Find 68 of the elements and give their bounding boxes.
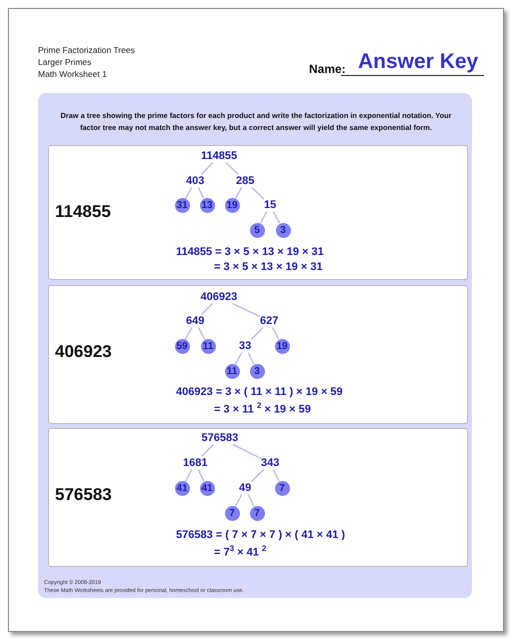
problem-panel bbox=[48, 145, 468, 280]
prime-factor-circle: 3 bbox=[276, 222, 290, 238]
tree-line bbox=[198, 327, 206, 340]
factor-number: 343 bbox=[261, 456, 280, 470]
prime-factor-circle: 59 bbox=[174, 338, 190, 354]
factor-number: 576583 bbox=[202, 432, 238, 444]
factor-number: 1681 bbox=[183, 456, 208, 470]
prime-factor-circle: 13 bbox=[200, 198, 214, 212]
tree-line bbox=[235, 187, 242, 199]
factor-number: 114855 bbox=[201, 150, 238, 162]
tree-line bbox=[232, 444, 262, 460]
factor-number: 649 bbox=[186, 314, 204, 328]
worksheet-subtitle: Larger Primes bbox=[38, 57, 92, 67]
tree-line bbox=[184, 469, 192, 482]
tree-line bbox=[185, 187, 192, 199]
factor-number: 33 bbox=[239, 340, 252, 352]
equation-line: 114855 = 3 × 5 × 13 × 19 × 31 bbox=[176, 246, 324, 258]
factor-number: 406923 bbox=[200, 290, 238, 304]
prime-factor-circle: 7 bbox=[250, 506, 264, 520]
prime-factor-circle: 31 bbox=[174, 198, 190, 212]
tree-line bbox=[272, 469, 280, 482]
prime-factor-circle: 41 bbox=[200, 480, 214, 496]
tree-line bbox=[234, 352, 242, 365]
factor-number: 15 bbox=[264, 198, 276, 212]
tree-line bbox=[198, 469, 204, 482]
problem-panel bbox=[48, 285, 468, 424]
equation-line: 576583 = ( 7 × 7 × 7 ) × ( 41 × 41 ) bbox=[176, 529, 346, 541]
tree-line bbox=[201, 303, 213, 315]
prime-factor-circle: 5 bbox=[250, 222, 264, 238]
problem-panel bbox=[48, 428, 468, 567]
answer-key-text: Answer Key bbox=[358, 50, 478, 74]
factor-number: 285 bbox=[236, 174, 254, 188]
prime-factor-circle: 7 bbox=[224, 506, 240, 520]
prime-factor-circle: 3 bbox=[250, 364, 264, 378]
tree-line bbox=[198, 187, 204, 199]
prime-factor-circle: 41 bbox=[174, 480, 190, 496]
prime-factor-circle: 19 bbox=[274, 338, 290, 354]
worksheet-title: Prime Factorization Trees bbox=[38, 45, 135, 55]
prime-factor-circle: 7 bbox=[274, 480, 290, 496]
factor-number: 403 bbox=[186, 174, 204, 188]
problem-number: 114855 bbox=[55, 202, 111, 222]
equation-line: = 3 × 5 × 13 × 19 × 31 bbox=[214, 261, 323, 273]
equation-line: 406923 = 3 × ( 11 × 11 ) × 19 × 59 bbox=[176, 386, 343, 398]
tree-line bbox=[250, 327, 264, 340]
prime-factor-circle: 11 bbox=[200, 338, 216, 354]
equation-line: = 7$^{3}$ × 41 $^{2}$ bbox=[214, 544, 266, 559]
tree-line bbox=[234, 494, 242, 507]
tree-line bbox=[250, 469, 264, 482]
tree-line bbox=[251, 187, 264, 200]
tree-line bbox=[272, 211, 280, 224]
factor-number: 49 bbox=[239, 482, 252, 494]
prime-factor-circle: 19 bbox=[224, 198, 240, 212]
tree-line bbox=[225, 162, 239, 175]
tree-line bbox=[200, 162, 214, 175]
tree-line bbox=[260, 211, 268, 224]
prime-factor-circle: 11 bbox=[224, 364, 240, 378]
worksheet-number: Math Worksheet 1 bbox=[38, 69, 107, 79]
tree-line bbox=[201, 444, 214, 457]
equation-line: = 3 × 11 $^{2}$ × 19 × 59 bbox=[214, 401, 311, 416]
problem-number: 406923 bbox=[55, 342, 112, 362]
name-label: Name: bbox=[309, 62, 346, 76]
tree-line bbox=[248, 352, 254, 364]
tree-line bbox=[272, 327, 280, 340]
tree-line bbox=[248, 494, 254, 506]
problem-number: 576583 bbox=[55, 485, 112, 505]
tree-line bbox=[232, 302, 260, 318]
factor-number: 627 bbox=[260, 314, 278, 328]
tree-line bbox=[184, 327, 192, 340]
